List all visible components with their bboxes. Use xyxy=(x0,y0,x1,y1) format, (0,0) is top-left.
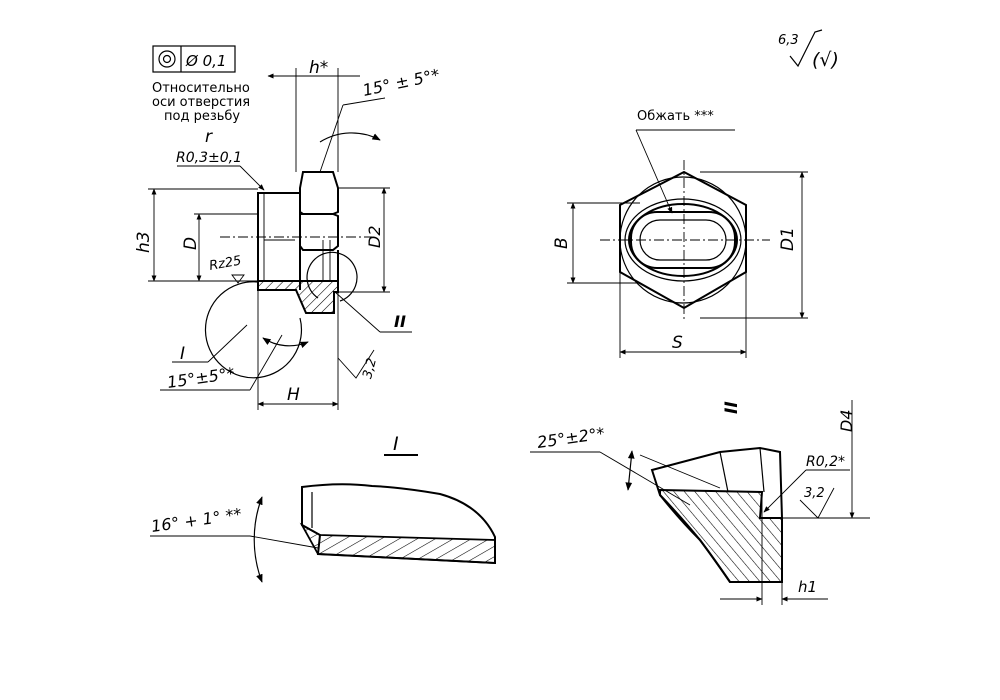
angle-top: 15° ± 5°* xyxy=(361,65,441,100)
detail-ii-angle: 25°±2°* xyxy=(536,424,606,452)
detail-ii-roughness: 3,2 xyxy=(804,486,825,501)
nut-hex-lower xyxy=(299,213,339,251)
detail-ii-hatch xyxy=(659,488,783,583)
main-side-view: h* 15° ± 5°* r R0,3±0,1 h3 D D2 Rz25 I xyxy=(134,58,441,410)
label-view-ii: II xyxy=(394,312,406,331)
roughness-extra: (√) xyxy=(812,49,839,71)
hex-top-view: Обжать *** B D1 S xyxy=(552,109,808,358)
label-s: S xyxy=(672,333,683,353)
tolerance-value: Ø 0,1 xyxy=(185,52,226,70)
tolerance-note-line-2: оси отверстия xyxy=(152,95,250,110)
angle-bottom: 15°±5°* xyxy=(166,364,236,392)
detail-i-title: I xyxy=(393,433,399,455)
detail-ii-circle xyxy=(306,251,358,302)
label-radius: R0,3±0,1 xyxy=(176,150,242,166)
detail-i: I 16° + 1° ** xyxy=(150,433,496,583)
label-crimp: Обжать *** xyxy=(637,109,714,124)
label-d: D xyxy=(181,237,201,250)
detail-i-angle: 16° + 1° ** xyxy=(150,504,243,536)
label-d1: D1 xyxy=(778,227,798,251)
detail-ii-h1: h1 xyxy=(798,578,817,596)
label-h-star: h* xyxy=(309,58,328,78)
section-hatch xyxy=(257,280,339,314)
tolerance-note-line-1: Относительно xyxy=(152,81,250,96)
detail-ii-radius: R0,2* xyxy=(806,454,845,470)
detail-ii-d4: D4 xyxy=(837,410,856,433)
detail-i-profile xyxy=(301,483,496,565)
label-view-i: I xyxy=(180,344,185,364)
label-h: H xyxy=(287,385,300,405)
nut-hex-upper xyxy=(299,171,339,215)
concentricity-icon xyxy=(158,50,176,68)
detail-i-hatch xyxy=(299,522,496,564)
label-rz: Rz25 xyxy=(208,254,243,274)
label-h3: h3 xyxy=(134,231,154,253)
detail-ii: II 25°±2°* R0,2* D4 3,2 h1 xyxy=(530,400,870,605)
roughness-value: 6,3 xyxy=(778,33,799,48)
tolerance-frame: Ø 0,1 Относительно оси отверстия под рез… xyxy=(152,45,250,124)
roughness-mark: 6,3 (√) xyxy=(778,29,839,71)
detail-ii-title: II xyxy=(722,401,742,414)
label-b: B xyxy=(552,237,572,249)
roughness-check-icon xyxy=(789,29,823,68)
tolerance-note-line-3: под резьбу xyxy=(164,109,240,124)
label-d2: D2 xyxy=(365,226,384,249)
label-roughness-32: 3,2 xyxy=(360,357,380,381)
label-r: r xyxy=(205,127,213,147)
detail-i-circle xyxy=(204,281,303,379)
